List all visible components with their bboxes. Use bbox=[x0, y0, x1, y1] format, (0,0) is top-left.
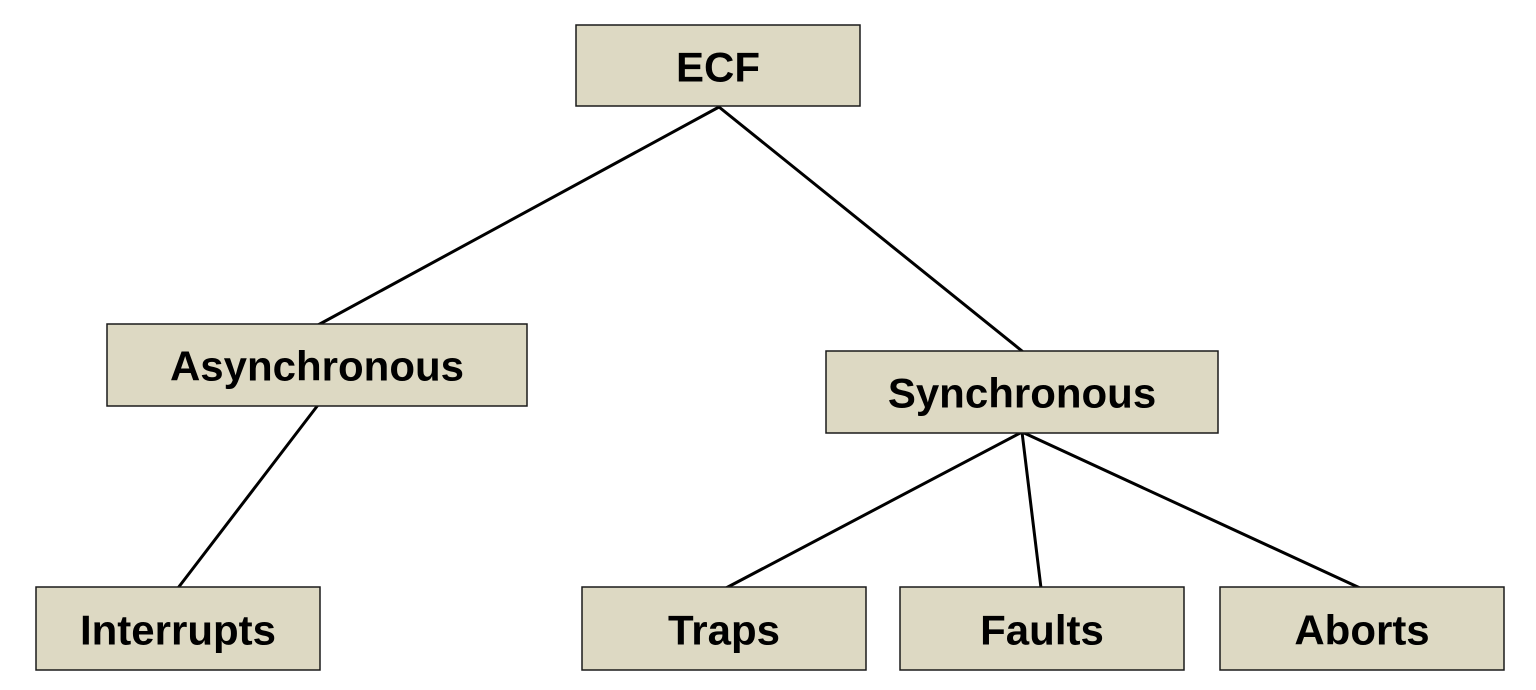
edge-ecf-synchronous bbox=[717, 105, 1024, 353]
node-aborts-label: Aborts bbox=[1294, 607, 1429, 654]
edge-synchronous-faults bbox=[1020, 430, 1043, 590]
node-aborts: Aborts bbox=[1219, 586, 1505, 671]
node-synchronous-box bbox=[825, 350, 1219, 434]
node-traps-label: Traps bbox=[668, 607, 780, 654]
node-traps: Traps bbox=[581, 586, 867, 671]
edge-synchronous-aborts bbox=[1020, 430, 1362, 590]
node-ecf-label: ECF bbox=[676, 44, 760, 91]
node-interrupts-label: Interrupts bbox=[80, 607, 276, 654]
node-asynchronous-label: Asynchronous bbox=[170, 343, 464, 390]
node-faults-label: Faults bbox=[980, 607, 1104, 654]
node-synchronous-label: Synchronous bbox=[888, 370, 1156, 417]
node-faults: Faults bbox=[899, 586, 1185, 671]
node-asynchronous: Asynchronous bbox=[106, 323, 528, 407]
edges bbox=[176, 105, 1362, 590]
node-ecf: ECF bbox=[575, 24, 861, 107]
edge-asynchronous-interrupts bbox=[176, 403, 320, 590]
node-asynchronous-box bbox=[106, 323, 528, 407]
node-ecf-box bbox=[575, 24, 861, 107]
node-faults-box bbox=[899, 586, 1185, 671]
edge-synchronous-traps bbox=[724, 430, 1024, 590]
node-interrupts-box bbox=[35, 586, 321, 671]
node-synchronous: Synchronous bbox=[825, 350, 1219, 434]
node-traps-box bbox=[581, 586, 867, 671]
node-aborts-box bbox=[1219, 586, 1505, 671]
node-interrupts: Interrupts bbox=[35, 586, 321, 671]
edge-ecf-asynchronous bbox=[316, 105, 721, 327]
